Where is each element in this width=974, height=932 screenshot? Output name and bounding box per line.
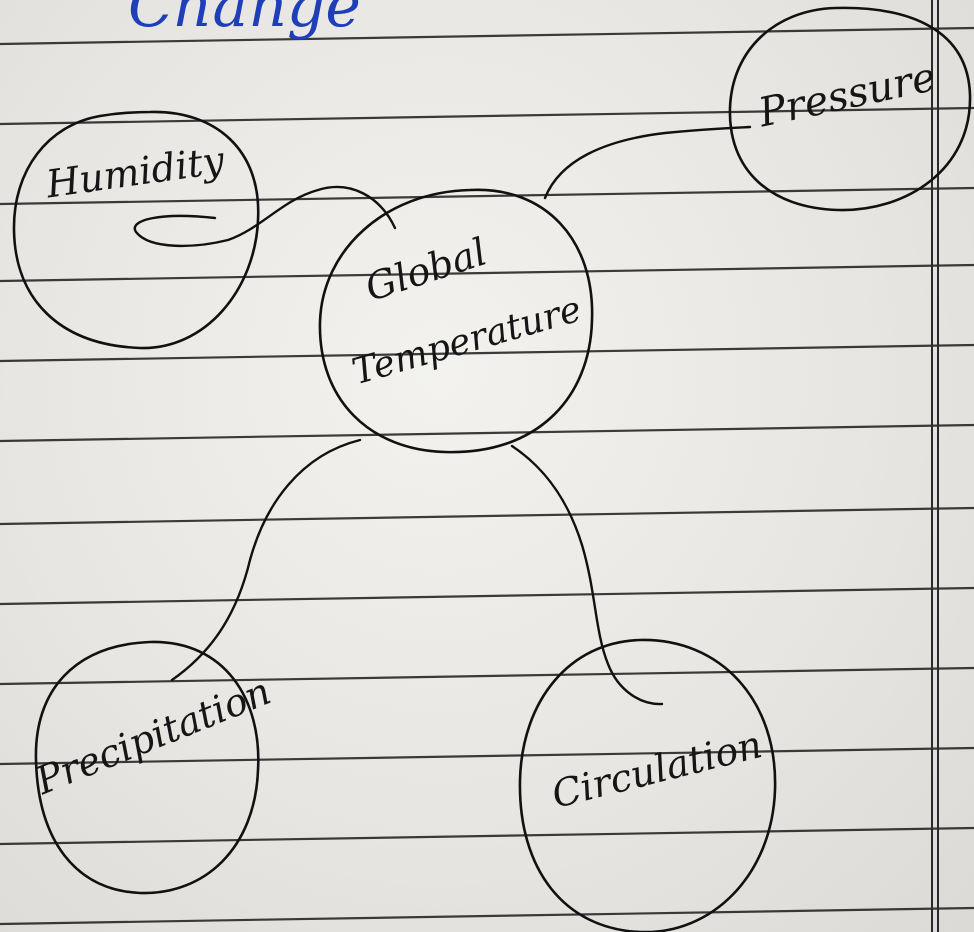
ruled-line [0,343,974,363]
node-circulation-label: Circulation [547,722,766,817]
edge-humidity-global-temperature [133,185,397,248]
ruled-line [0,26,974,46]
edge-pressure-global-temperature [543,125,752,200]
node-humidity-label: Humidity [43,138,228,207]
node-circulation: Circulation [518,638,777,932]
node-pressure-circle [728,6,972,212]
ruled-line [0,906,974,926]
node-precipitation-label: Precipitation [29,669,277,803]
edge-global-temperature-precipitation [170,438,362,682]
ruled-line [0,826,974,846]
node-precipitation-circle [34,640,260,895]
node-global-temperature-circle [318,188,594,454]
ruled-line [0,506,974,526]
ruled-line [0,666,974,686]
node-humidity-circle [12,110,260,350]
node-pressure-label: Pressure [754,54,940,136]
node-global-temperature-line-1: Global [360,229,492,309]
node-precipitation: Precipitation [29,640,277,895]
ruled-line [0,423,974,443]
ruled-line [0,746,974,766]
ruled-line [0,586,974,606]
ruled-lines [0,26,974,926]
ruled-line [0,106,974,126]
node-circulation-circle [518,638,777,932]
page-heading: Change [128,0,361,41]
edge-global-temperature-circulation [510,444,664,706]
node-global-temperature: Global Temperature [318,188,594,454]
ruled-line [0,186,974,206]
ruled-line [0,263,974,283]
